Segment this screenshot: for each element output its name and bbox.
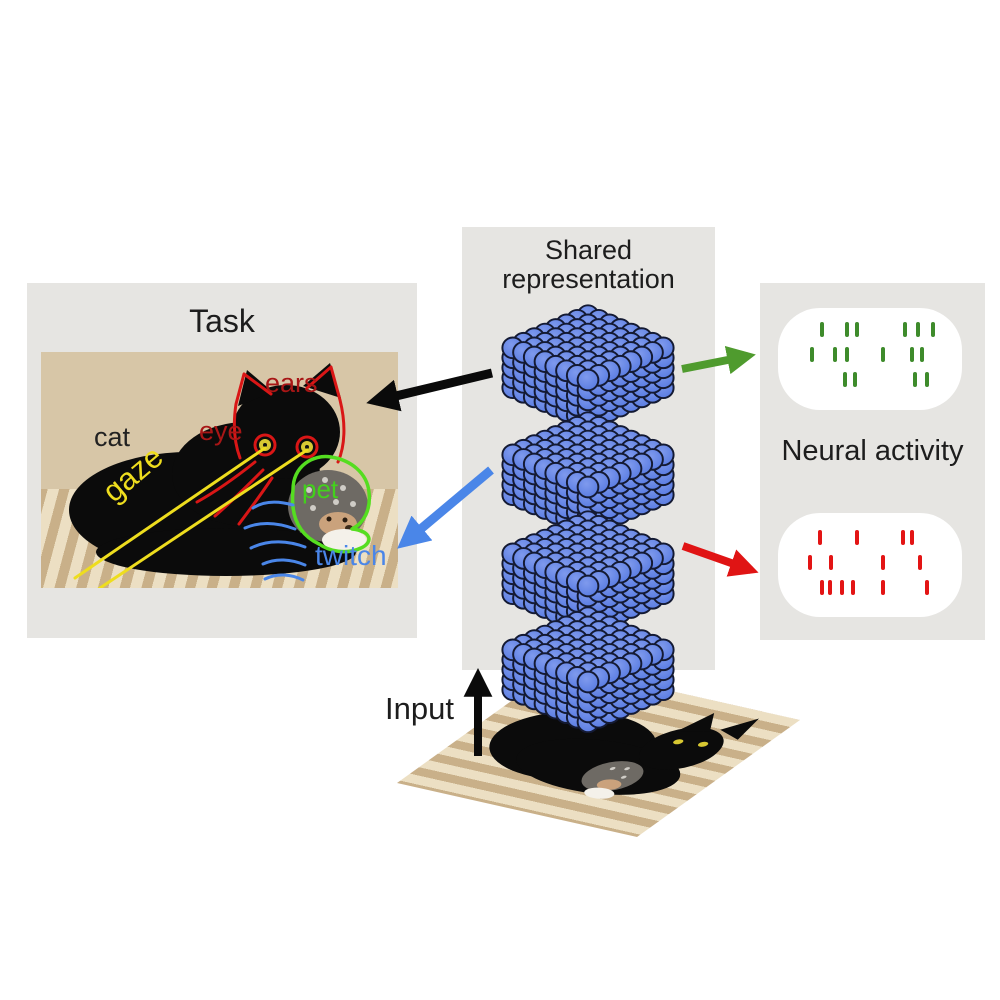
- spike-tick: [913, 372, 918, 387]
- representation-layer-1: [490, 302, 686, 432]
- spike-tick: [820, 322, 825, 337]
- spike-tick: [845, 322, 849, 337]
- spike-tick: [840, 580, 845, 595]
- red-spike-raster: [778, 513, 962, 617]
- spike-tick: [851, 580, 856, 595]
- photo-label-cat: cat: [94, 422, 131, 452]
- task-panel: Task: [27, 283, 417, 638]
- task-panel-title: Task: [189, 303, 255, 339]
- shared-title-line1: Shared: [544, 235, 633, 265]
- photo-label-twitch: twitch: [315, 540, 387, 571]
- spike-tick: [902, 322, 907, 337]
- shared-title-line2: representation: [502, 264, 675, 295]
- spike-tick: [925, 580, 930, 595]
- photo-label-eye: eye: [199, 416, 243, 446]
- spike-tick: [917, 555, 922, 570]
- spike-tick: [845, 347, 849, 362]
- spike-tick: [853, 372, 858, 387]
- cat-silhouette: [69, 363, 356, 576]
- photo-label-ears: ears: [265, 368, 318, 398]
- spike-tick: [919, 347, 924, 362]
- input-image: [397, 666, 800, 837]
- photo-label-pet: pet: [302, 474, 339, 504]
- annotated-cat-photo: cat eye ears gaze pet twitch: [41, 352, 398, 588]
- ears-outline: [232, 365, 346, 464]
- cat-photo-graphic: [69, 363, 372, 588]
- spike-tick: [901, 530, 906, 545]
- pet-outline: [290, 454, 372, 554]
- gaze-lines: [73, 446, 309, 588]
- spike-tick: [810, 347, 815, 362]
- spike-tick: [880, 555, 885, 570]
- spike-tick: [833, 347, 838, 362]
- representation-layer-3: [490, 508, 686, 638]
- spike-tick: [925, 372, 930, 387]
- spike-tick: [930, 322, 935, 337]
- shared-representation-title: Shared representation: [462, 235, 715, 295]
- spike-tick: [880, 347, 885, 362]
- spike-tick: [880, 580, 885, 595]
- spike-tick: [855, 322, 860, 337]
- spike-tick: [818, 530, 823, 545]
- green-spike-raster: [778, 308, 962, 410]
- spike-tick: [829, 555, 834, 570]
- spike-tick: [915, 322, 920, 337]
- neural-activity-label: Neural activity: [781, 435, 964, 467]
- spike-tick: [828, 580, 833, 595]
- white-paw: [322, 529, 366, 551]
- spike-tick: [910, 347, 915, 362]
- input-label: Input: [385, 691, 454, 726]
- spike-tick: [910, 530, 915, 545]
- spike-tick: [855, 530, 860, 545]
- neural-activity-panel: Neural activity: [760, 283, 985, 640]
- input-cat-graphic: [489, 711, 760, 799]
- twitch-squiggles: [243, 500, 307, 582]
- eye-outline: [253, 433, 319, 459]
- representation-layer-4: [490, 604, 686, 734]
- spike-tick: [843, 372, 848, 387]
- spike-tick: [820, 580, 825, 595]
- spike-tick: [808, 555, 813, 570]
